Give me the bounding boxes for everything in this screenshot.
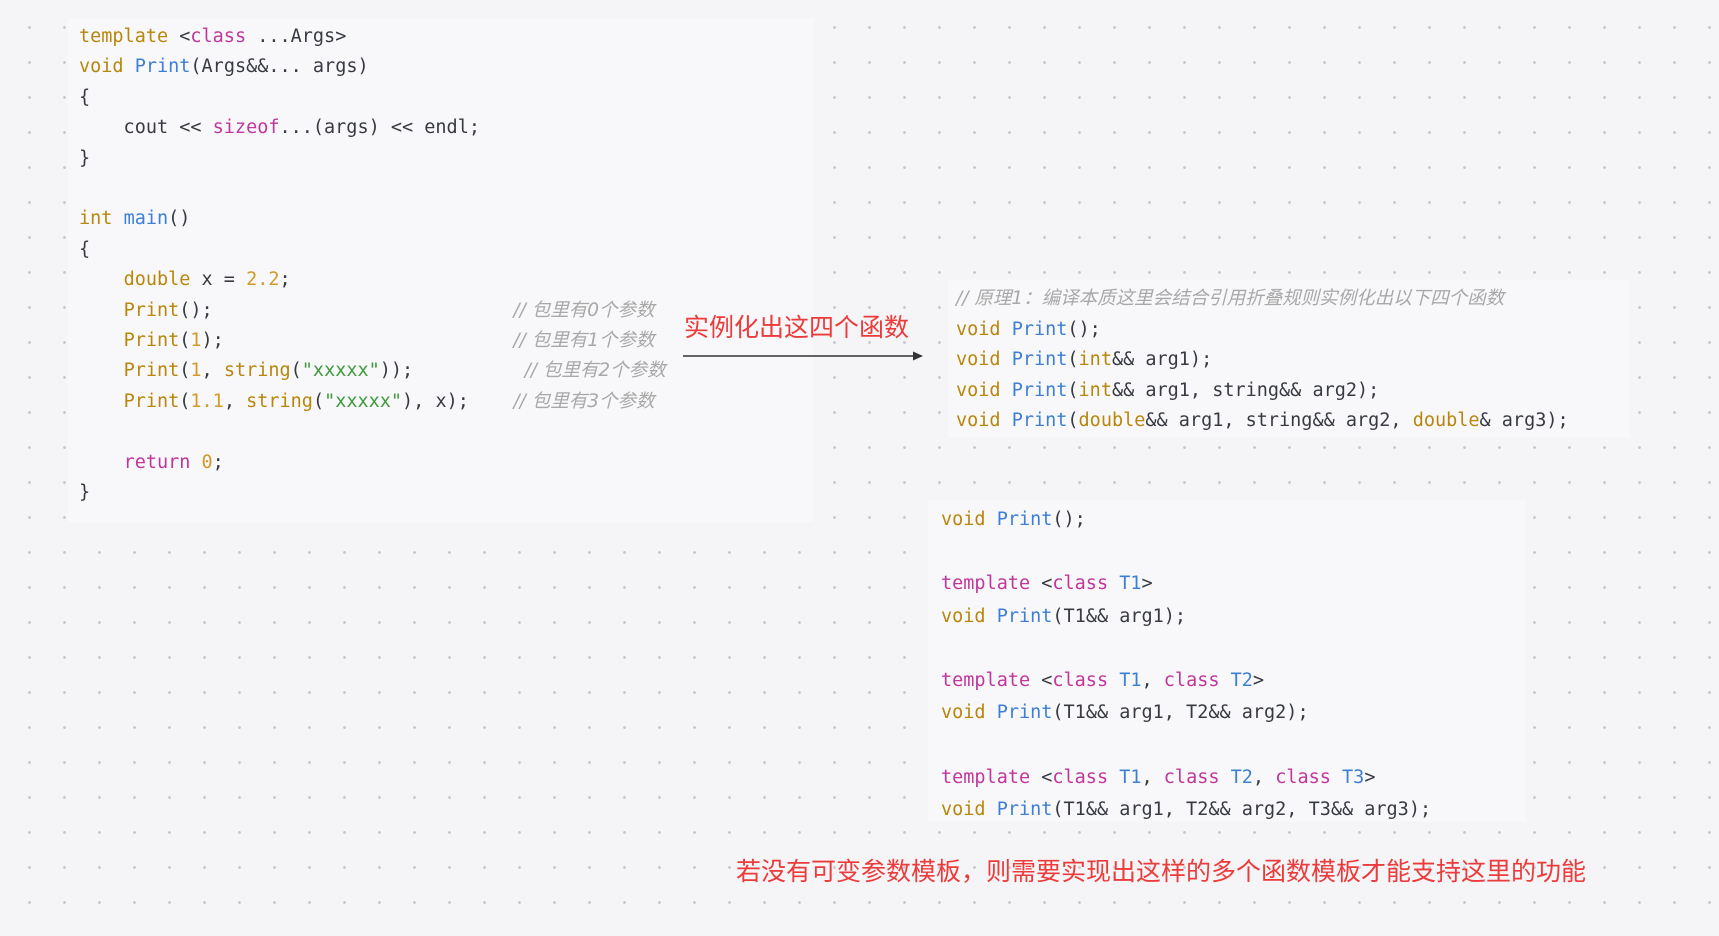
code-comment: // 包里有2个参数	[524, 360, 666, 382]
bottom-note: 若没有可变参数模板，则需要实现出这样的多个函数模板才能支持这里的功能	[736, 857, 1587, 886]
source-code-panel	[68, 18, 814, 522]
code-line: template <class ...Args>	[79, 26, 347, 47]
code-line: void Print(int&& arg1, string&& arg2);	[956, 379, 1380, 401]
code-line: Print(); // 包里有0个参数	[123, 299, 655, 321]
code-line: template <class T1, class T2>	[941, 670, 1265, 692]
code-line: template <class T1>	[941, 573, 1153, 595]
code-line: return 0;	[123, 451, 224, 473]
code-line: {	[79, 86, 91, 108]
code-line	[79, 174, 666, 204]
code-comment: // 包里有1个参数	[513, 330, 655, 352]
code-line: void Print(T1&& arg1, T2&& arg2);	[941, 702, 1309, 724]
code-line: void Print(T1&& arg1, T2&& arg2, T3&& ar…	[941, 798, 1432, 820]
code-line: void Print(Args&&... args)	[79, 56, 369, 78]
code-line: void Print(T1&& arg1);	[941, 605, 1187, 627]
code-line: cout << sizeof...(args) << endl;	[79, 117, 480, 139]
code-line: void Print(int&& arg1);	[956, 349, 1213, 371]
code-line	[79, 417, 666, 447]
code-line: void Print();	[941, 509, 1086, 530]
code-comment: // 包里有3个参数	[513, 390, 655, 412]
code-line: int main()	[79, 208, 191, 230]
code-line: Print(1, string("xxxxx")); // 包里有2个参数	[123, 360, 666, 382]
code-line: template <class T1, class T2, class T3>	[941, 766, 1376, 788]
code-line: double x = 2.2;	[123, 269, 291, 291]
instantiated-code-block: // 原理1：编译本质这里会结合引用折叠规则实例化出以下四个函数 void Pri…	[956, 284, 1569, 437]
code-line	[941, 536, 1431, 568]
instantiated-functions-panel	[948, 280, 1630, 438]
code-line	[941, 633, 1431, 665]
code-line: void Print();	[956, 318, 1101, 340]
template-overloads-panel	[928, 500, 1526, 822]
code-comment: // 包里有0个参数	[513, 299, 655, 321]
code-line: }	[79, 147, 91, 169]
code-line: void Print(double&& arg1, string&& arg2,…	[956, 410, 1569, 432]
code-line: Print(1); // 包里有1个参数	[123, 330, 655, 352]
code-line: Print(1.1, string("xxxxx"), x); // 包里有3个…	[123, 390, 655, 412]
source-code-block: template <class ...Args> void Print(Args&…	[79, 22, 666, 509]
arrow-label: 实例化出这四个函数	[684, 313, 910, 342]
code-line: {	[79, 238, 91, 260]
code-comment: // 原理1：编译本质这里会结合引用折叠规则实例化出以下四个函数	[956, 288, 1505, 309]
arrow-right-icon	[683, 351, 923, 361]
code-line: }	[79, 482, 91, 504]
template-code-block: void Print(); template <class T1> void Pr…	[941, 504, 1431, 826]
code-line	[941, 729, 1431, 761]
